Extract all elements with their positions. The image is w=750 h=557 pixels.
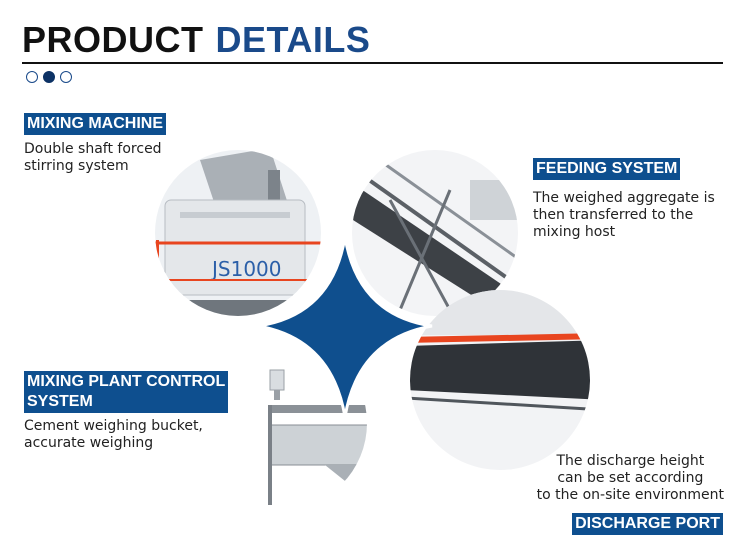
feeding-system-label: FEEDING SYSTEM xyxy=(533,158,681,180)
page-title-word-product: PRODUCT xyxy=(22,19,204,60)
discharge-port-photo xyxy=(410,290,590,470)
page-title-word-details: DETAILS xyxy=(215,19,371,60)
control-system-desc-line: Cement weighing bucket, xyxy=(24,418,203,434)
pagination-dot-3[interactable] xyxy=(60,71,72,83)
feeding-system-desc-line: The weighed aggregate is xyxy=(533,190,715,206)
product-photo-collage: JS1000 xyxy=(155,150,590,510)
feeding-system-description: The weighed aggregate is then transferre… xyxy=(533,190,715,241)
mixing-machine-label: MIXING MACHINE xyxy=(24,113,166,135)
control-system-label-line: SYSTEM xyxy=(27,393,93,410)
mixing-machine-desc-line: stirring system xyxy=(24,158,129,174)
mixing-machine-photo: JS1000 xyxy=(155,150,321,316)
title-underline xyxy=(22,62,723,64)
pagination-dots xyxy=(26,71,72,83)
feeding-system-desc-line: mixing host xyxy=(533,224,616,240)
pagination-dot-2-active[interactable] xyxy=(43,71,55,83)
blue-star-diamond xyxy=(257,236,433,418)
discharge-port-desc-line: The discharge height xyxy=(556,453,705,469)
pagination-dot-1[interactable] xyxy=(26,71,38,83)
discharge-port-description: The discharge height can be set accordin… xyxy=(537,453,724,504)
feeding-system-desc-line: then transferred to the xyxy=(533,207,694,223)
feeding-system-photo xyxy=(352,150,518,316)
control-system-label-line: MIXING PLANT CONTROL xyxy=(27,373,226,390)
control-system-label: MIXING PLANT CONTROL SYSTEM xyxy=(24,371,229,413)
control-system-photo xyxy=(193,336,367,510)
discharge-port-desc-line: can be set according xyxy=(557,470,704,486)
mixer-model-text: JS1000 xyxy=(210,257,282,281)
control-system-description: Cement weighing bucket, accurate weighin… xyxy=(24,418,203,452)
mixing-machine-description: Double shaft forced stirring system xyxy=(24,141,162,175)
control-system-desc-line: accurate weighing xyxy=(24,435,154,451)
mixing-machine-desc-line: Double shaft forced xyxy=(24,141,162,157)
discharge-port-desc-line: to the on-site environment xyxy=(536,487,724,503)
page-title: PRODUCT DETAILS xyxy=(22,20,370,60)
discharge-port-label: DISCHARGE PORT xyxy=(572,513,723,535)
